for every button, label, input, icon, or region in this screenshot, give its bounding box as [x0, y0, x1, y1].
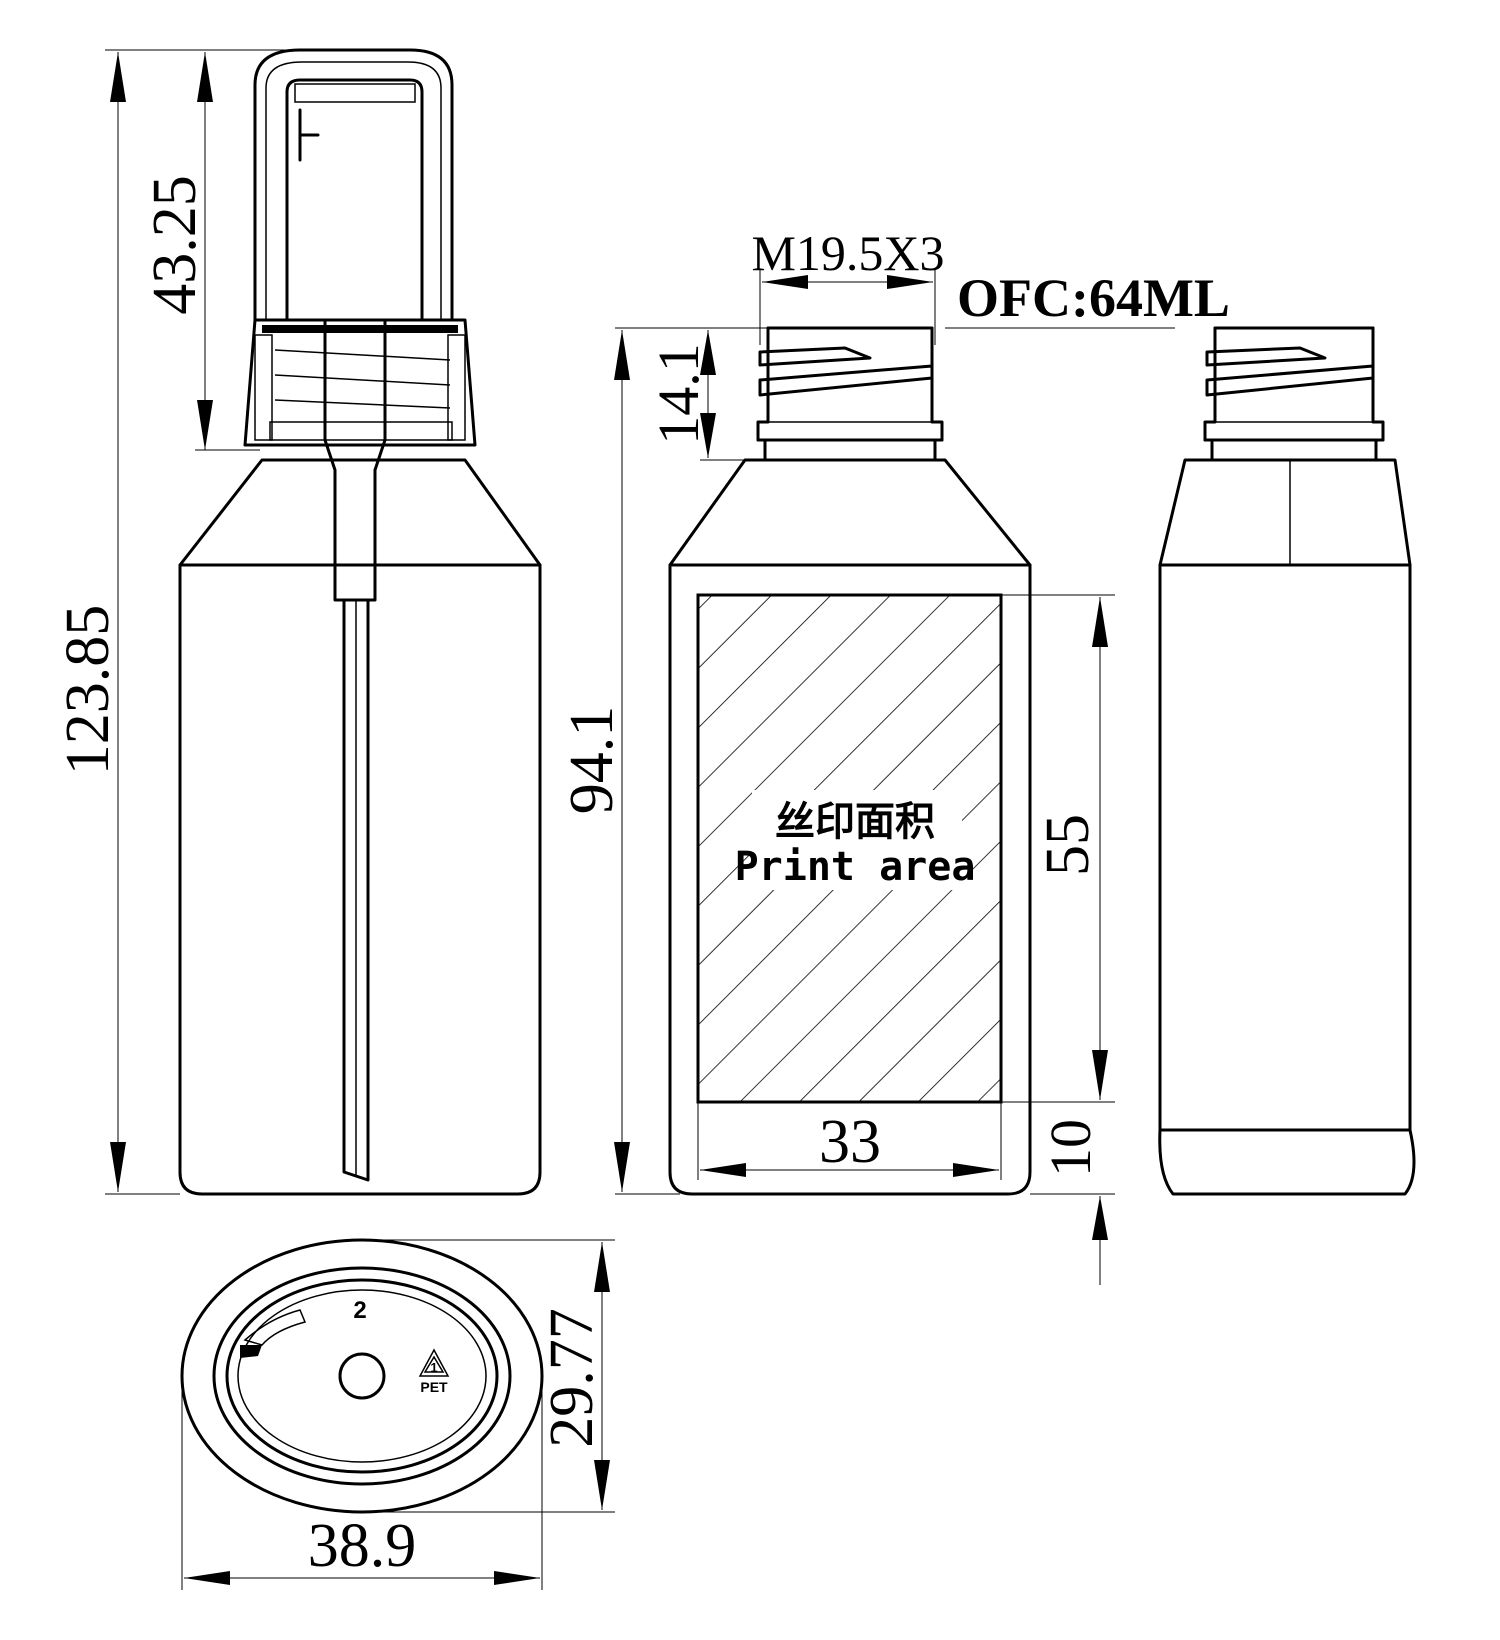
base-depth-label: 29.77 [538, 1308, 606, 1448]
neck-height-label: 14.1 [646, 343, 711, 445]
base-depth-dimension: 29.77 [362, 1239, 615, 1513]
neck-height-dimension: 14.1 [646, 330, 765, 461]
pump-height-label: 43.25 [141, 175, 209, 315]
capacity-label: OFC:64ML [957, 268, 1230, 328]
total-height-dimension: 123.85 [54, 49, 285, 1195]
pump-height-dimension: 43.25 [141, 52, 260, 451]
bottle-side-view [1158, 326, 1416, 1196]
total-height-label: 123.85 [54, 605, 122, 776]
pump-bottle-view [178, 48, 542, 1196]
bottle-base-view: 2 1 PET [180, 1238, 544, 1514]
print-width-label: 33 [819, 1108, 881, 1176]
capacity-callout: OFC:64ML [945, 268, 1230, 329]
print-area-label-en: Print area [735, 844, 976, 890]
print-height-label: 55 [1034, 814, 1102, 876]
cavity-number: 2 [353, 1297, 366, 1324]
body-height-label: 94.1 [558, 706, 626, 815]
material-label: PET [420, 1379, 448, 1395]
bottle-front-view: 丝印面积 Print area [668, 326, 1032, 1196]
thread-label: M19.5X3 [751, 225, 944, 281]
print-width-dimension: 33 [697, 1102, 1002, 1180]
recycle-icon: 1 PET [418, 1348, 450, 1395]
bottom-margin-label: 10 [1038, 1119, 1103, 1177]
recycle-code: 1 [430, 1360, 437, 1375]
base-width-dimension: 38.9 [181, 1376, 543, 1590]
print-height-dimension: 55 10 [1001, 594, 1115, 1285]
base-width-label: 38.9 [308, 1512, 417, 1580]
body-height-dimension: 94.1 [558, 327, 770, 1195]
print-area-label-cn: 丝印面积 [775, 799, 935, 845]
thread-dimension: M19.5X3 [751, 225, 945, 345]
